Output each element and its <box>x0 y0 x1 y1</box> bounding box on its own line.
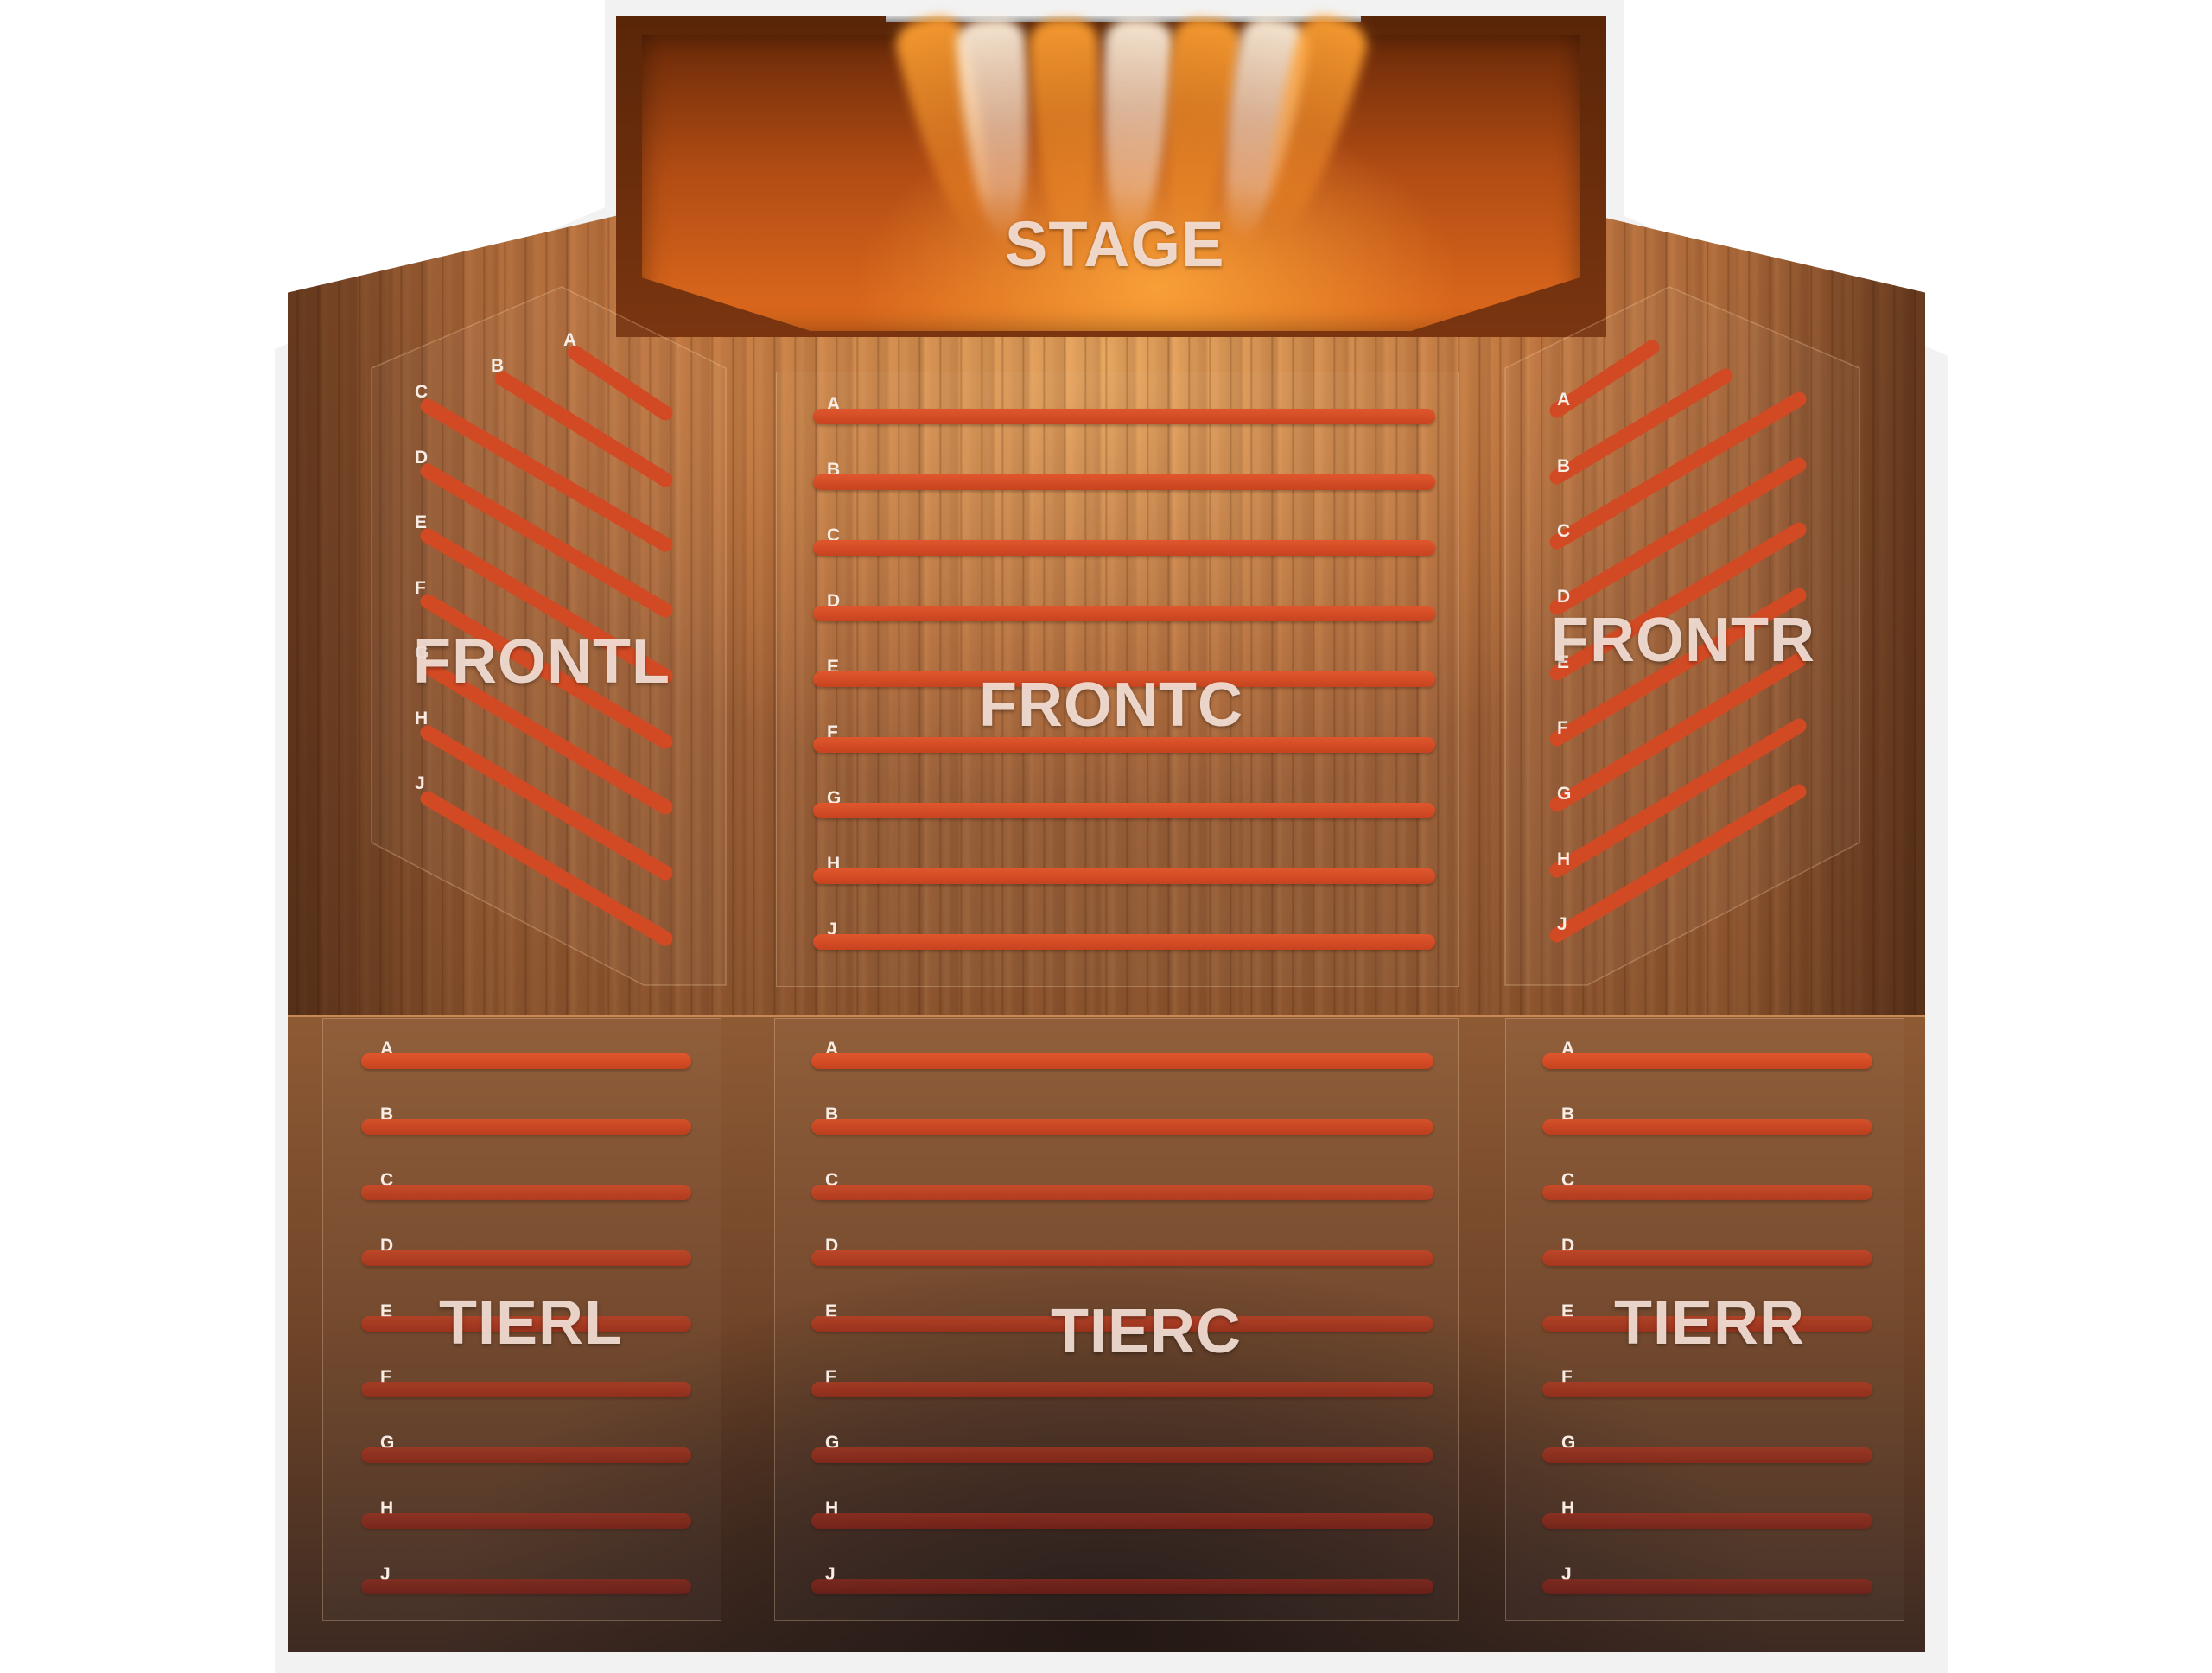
seat-row-f[interactable] <box>361 1382 691 1397</box>
seat-row-g[interactable] <box>361 1447 691 1463</box>
row-label: J <box>1561 1564 1572 1584</box>
row-label: F <box>1557 718 1568 738</box>
seat-row-d[interactable] <box>1549 457 1807 615</box>
row-label: J <box>380 1564 391 1584</box>
row-label: D <box>1557 587 1570 607</box>
seat-row-j[interactable] <box>811 1579 1433 1594</box>
row-label: A <box>1557 390 1570 410</box>
seat-row-h[interactable] <box>813 868 1435 884</box>
row-label: C <box>415 382 428 402</box>
seat-row-j[interactable] <box>813 934 1435 950</box>
seat-row-b[interactable] <box>811 1119 1433 1135</box>
seat-row-h[interactable] <box>420 725 673 881</box>
seat-row-f[interactable] <box>811 1382 1433 1397</box>
seat-row-a[interactable] <box>1542 1053 1872 1069</box>
row-label: G <box>415 643 429 663</box>
seat-row-a[interactable] <box>1549 340 1660 418</box>
seat-row-e[interactable] <box>420 528 673 684</box>
seat-row-f[interactable] <box>1549 588 1807 747</box>
row-label: E <box>1557 652 1569 672</box>
row-label: J <box>1557 914 1567 934</box>
seat-row-d[interactable] <box>361 1250 691 1266</box>
seat-row-b[interactable] <box>361 1119 691 1135</box>
seat-row-j[interactable] <box>1549 784 1807 943</box>
seat-row-e[interactable] <box>1549 522 1807 681</box>
seat-row-h[interactable] <box>1549 718 1807 878</box>
seat-row-d[interactable] <box>420 463 673 618</box>
row-label: B <box>491 356 504 376</box>
row-label: J <box>825 1564 836 1584</box>
section-label-tierl: TIERL <box>439 1288 623 1358</box>
seat-row-a[interactable] <box>811 1053 1433 1069</box>
section-label-frontl: FRONTL <box>413 627 671 697</box>
stage-label: STAGE <box>1005 208 1225 280</box>
section-frontr[interactable]: A B C D E F G H J <box>1504 285 1860 986</box>
seat-row-c[interactable] <box>813 540 1435 556</box>
seat-row-c[interactable] <box>811 1185 1433 1200</box>
seat-row-c[interactable] <box>361 1185 691 1200</box>
seat-row-j[interactable] <box>420 791 673 946</box>
seat-row-c[interactable] <box>1549 391 1807 550</box>
seat-row-j[interactable] <box>361 1579 691 1594</box>
seat-row-f[interactable] <box>420 594 673 749</box>
row-label: B <box>1557 456 1570 476</box>
section-label-frontc: FRONTC <box>979 671 1243 740</box>
frontr-rows: A B C D E F G H J <box>1549 340 1807 943</box>
seat-row-g[interactable] <box>811 1447 1433 1463</box>
seat-row-j[interactable] <box>1542 1579 1872 1594</box>
row-label: G <box>1557 784 1571 804</box>
seat-row-b[interactable] <box>1549 368 1733 485</box>
seat-row-e[interactable] <box>1542 1316 1872 1332</box>
seat-row-g[interactable] <box>813 803 1435 818</box>
seat-row-b[interactable] <box>1542 1119 1872 1135</box>
row-label: H <box>415 709 428 728</box>
seat-row-c[interactable] <box>1542 1185 1872 1200</box>
seat-row-d[interactable] <box>1542 1250 1872 1266</box>
row-label: C <box>1557 521 1570 541</box>
seat-row-d[interactable] <box>813 606 1435 621</box>
seat-row-g[interactable] <box>1542 1447 1872 1463</box>
row-label: H <box>1557 849 1570 869</box>
seat-row-d[interactable] <box>811 1250 1433 1266</box>
section-label-frontr: FRONTR <box>1551 606 1815 675</box>
seat-row-a[interactable] <box>361 1053 691 1069</box>
seat-row-f[interactable] <box>813 737 1435 753</box>
seat-row-h[interactable] <box>811 1513 1433 1529</box>
seat-row-e[interactable] <box>361 1316 691 1332</box>
seat-row-g[interactable] <box>1549 652 1807 812</box>
seat-row-g[interactable] <box>420 659 673 815</box>
seat-row-h[interactable] <box>1542 1513 1872 1529</box>
row-label: F <box>415 578 426 598</box>
row-label: E <box>415 512 427 532</box>
row-label: A <box>563 330 576 350</box>
seat-row-e[interactable] <box>813 671 1435 687</box>
seat-row-a[interactable] <box>813 409 1435 424</box>
frontl-rows: A B C D E F G H J <box>415 330 673 946</box>
seat-row-f[interactable] <box>1542 1382 1872 1397</box>
seat-row-e[interactable] <box>811 1316 1433 1332</box>
seat-row-a[interactable] <box>567 345 673 421</box>
seat-row-c[interactable] <box>420 398 673 552</box>
section-label-tierc: TIERC <box>1051 1297 1242 1366</box>
row-label: J <box>827 919 837 939</box>
seat-row-b[interactable] <box>494 371 673 487</box>
row-label: D <box>415 448 428 468</box>
seat-row-h[interactable] <box>361 1513 691 1529</box>
section-frontl[interactable]: A B C D E F G H J <box>371 285 727 986</box>
row-label: J <box>415 773 425 793</box>
section-label-tierr: TIERR <box>1614 1288 1805 1358</box>
seat-row-b[interactable] <box>813 474 1435 490</box>
